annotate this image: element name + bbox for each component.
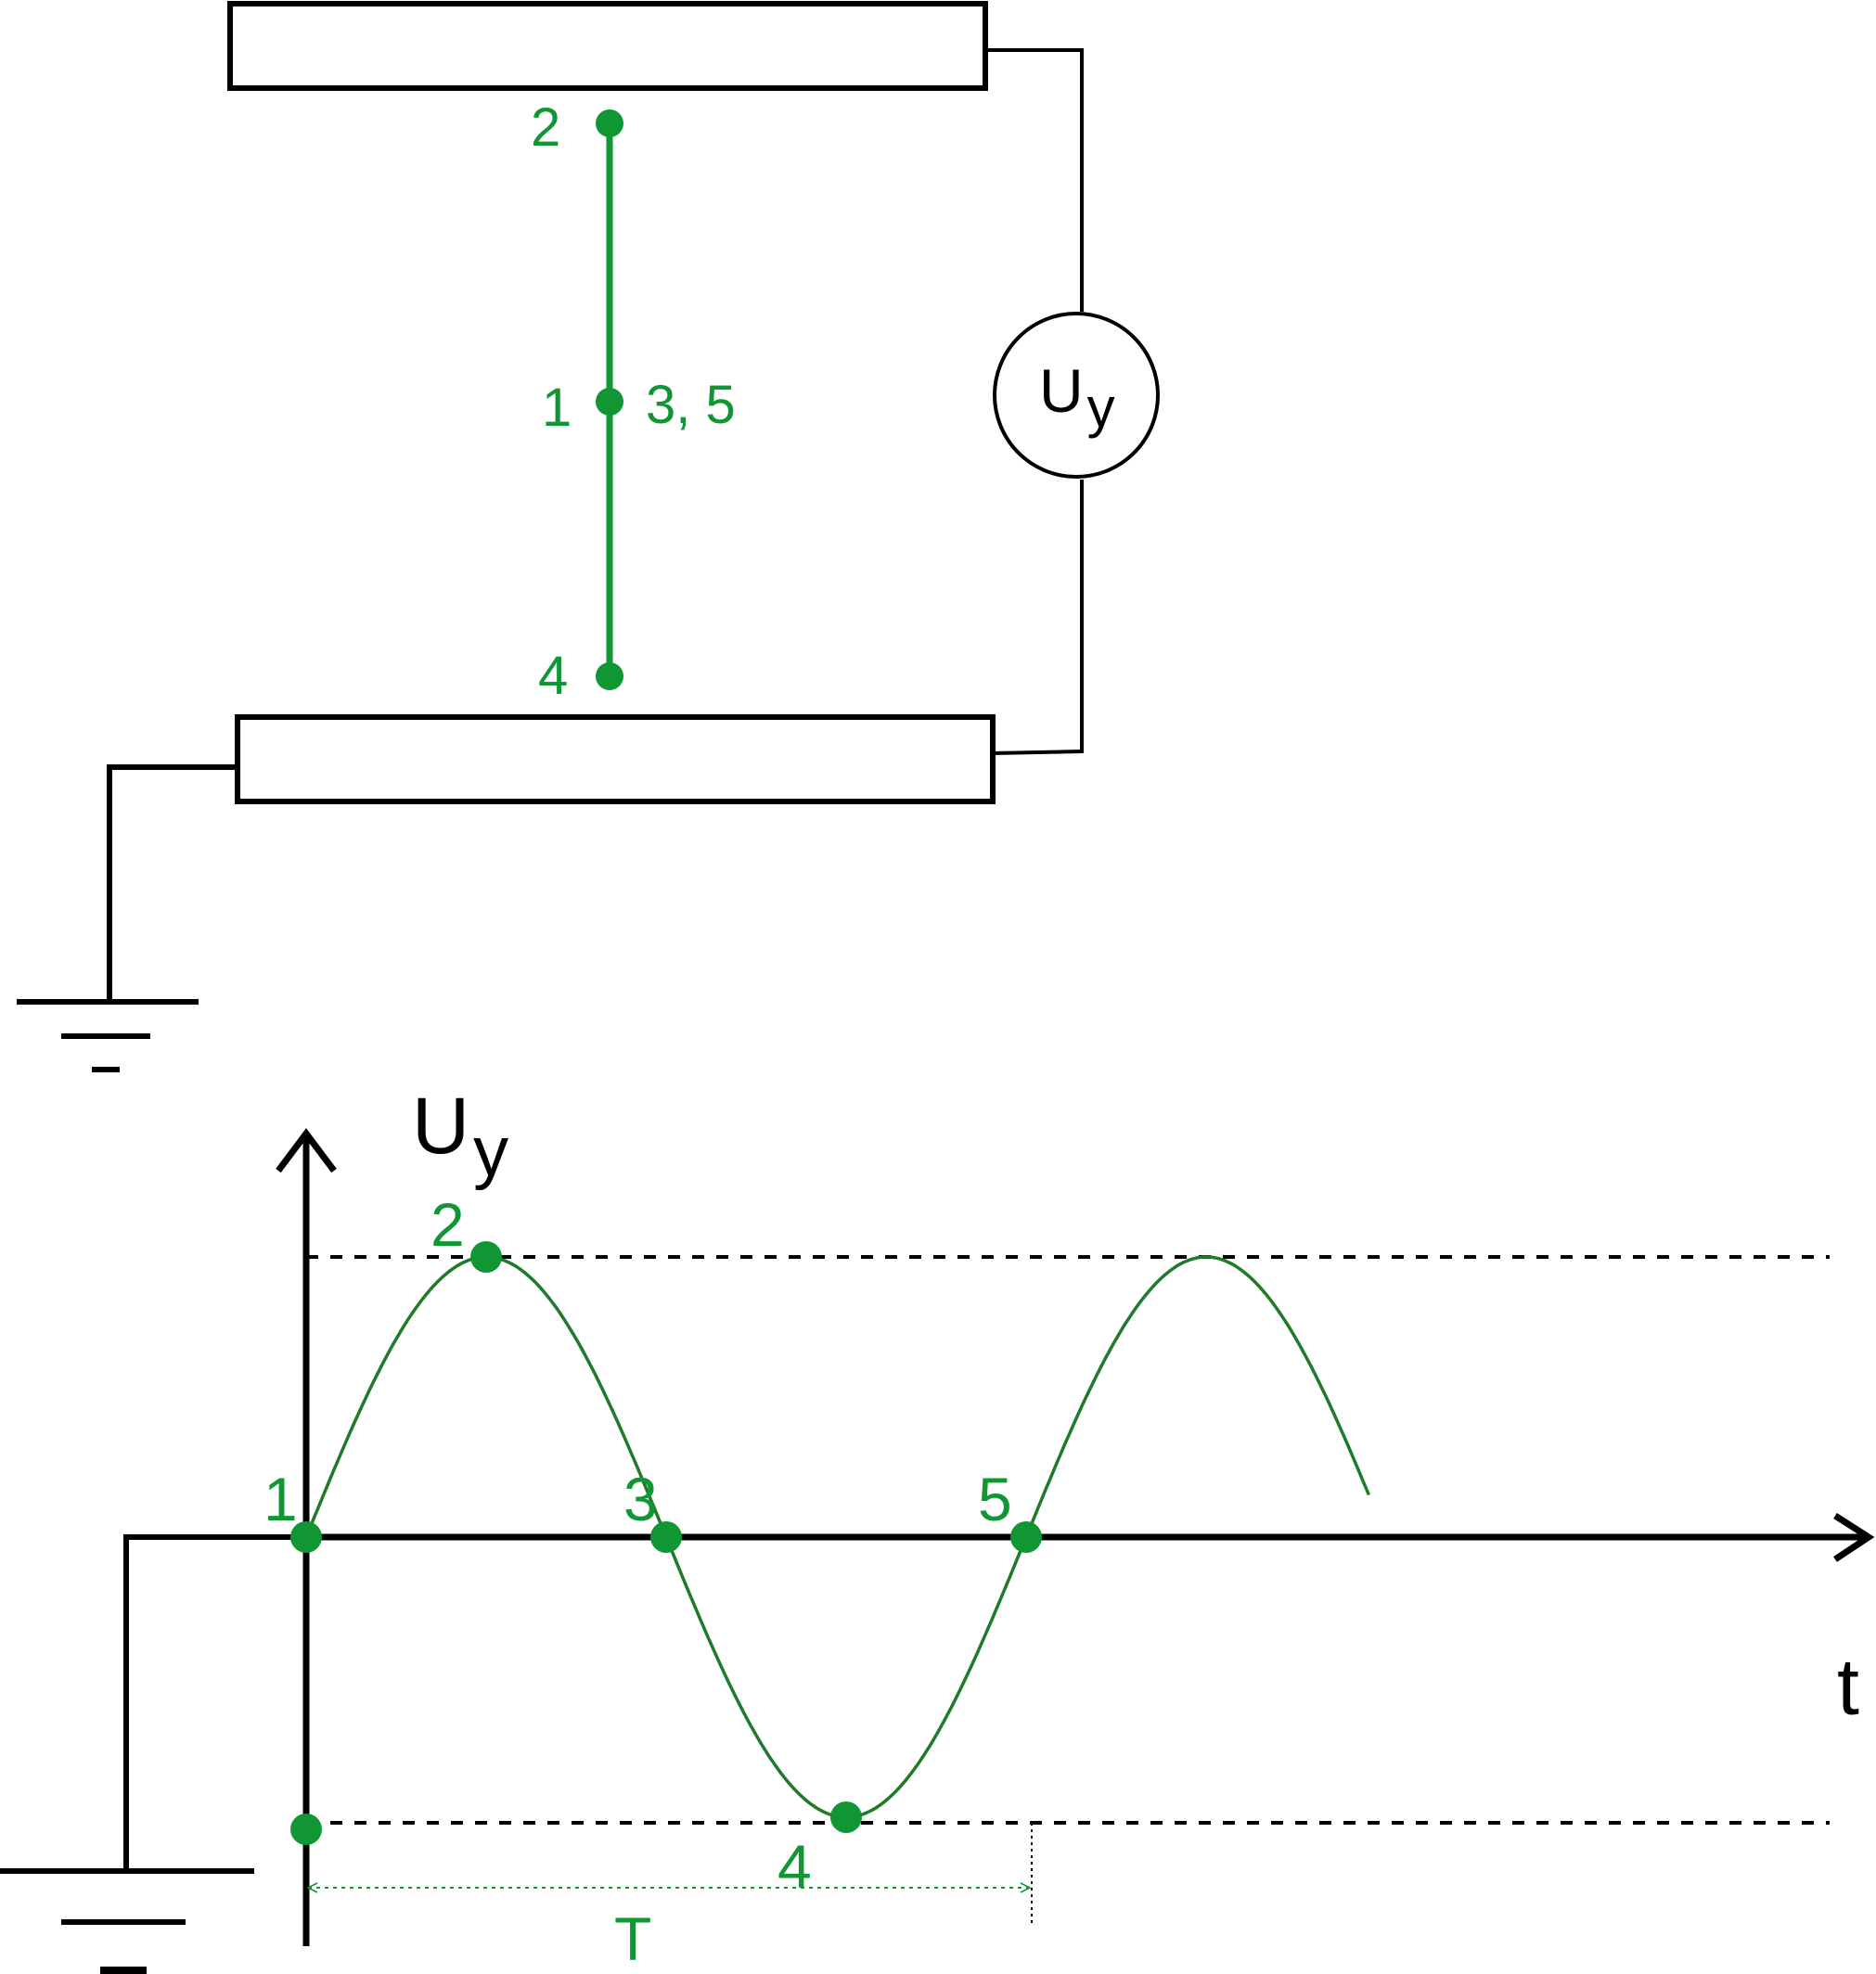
- x-axis-arrowhead: [1833, 1513, 1875, 1562]
- graph-point-1-dot: [290, 1521, 322, 1553]
- x-axis-label: t: [1837, 1643, 1859, 1732]
- circuit-label-3-5: 3, 5: [646, 375, 736, 435]
- voltmeter: [993, 312, 1160, 479]
- wire-meter-to-bottom: [992, 480, 1084, 755]
- point-2-dot: [596, 109, 623, 137]
- circuit-label-4: 4: [538, 646, 568, 706]
- circuit-label-1: 1: [542, 378, 572, 438]
- y-axis-min-dot: [290, 1814, 322, 1845]
- top-plate: [227, 1, 988, 91]
- graph-point-3-dot: [650, 1521, 682, 1553]
- circuit-label-2: 2: [531, 97, 560, 158]
- graph-point-2-label: 2: [430, 1190, 465, 1259]
- graph-point-2-dot: [470, 1241, 502, 1273]
- voltmeter-label: Uy: [1039, 356, 1115, 439]
- period-label: T: [614, 1904, 651, 1973]
- point-1-dot: [596, 388, 623, 416]
- point-4-dot: [596, 662, 623, 690]
- circuit-diagram: Uy 2 1 3, 5 4: [17, 1, 1160, 1072]
- graph-point-4-dot: [830, 1801, 862, 1833]
- graph-point-5-label: 5: [978, 1465, 1012, 1533]
- graph-point-3-label: 3: [623, 1465, 658, 1533]
- voltage-graph: Uy t 1 2 3 4 5 T: [0, 1082, 1875, 1974]
- ground-wire: [107, 764, 238, 1001]
- y-axis-arrowhead: [276, 1128, 337, 1173]
- graph-ground-wire: [123, 1534, 306, 1870]
- graph-point-5-dot: [1010, 1521, 1042, 1553]
- bottom-plate: [235, 714, 996, 804]
- y-axis-label: Uy: [412, 1082, 508, 1191]
- graph-point-4-label: 4: [777, 1832, 812, 1901]
- wire-top-to-meter: [985, 48, 1084, 312]
- graph-point-1-label: 1: [263, 1465, 298, 1533]
